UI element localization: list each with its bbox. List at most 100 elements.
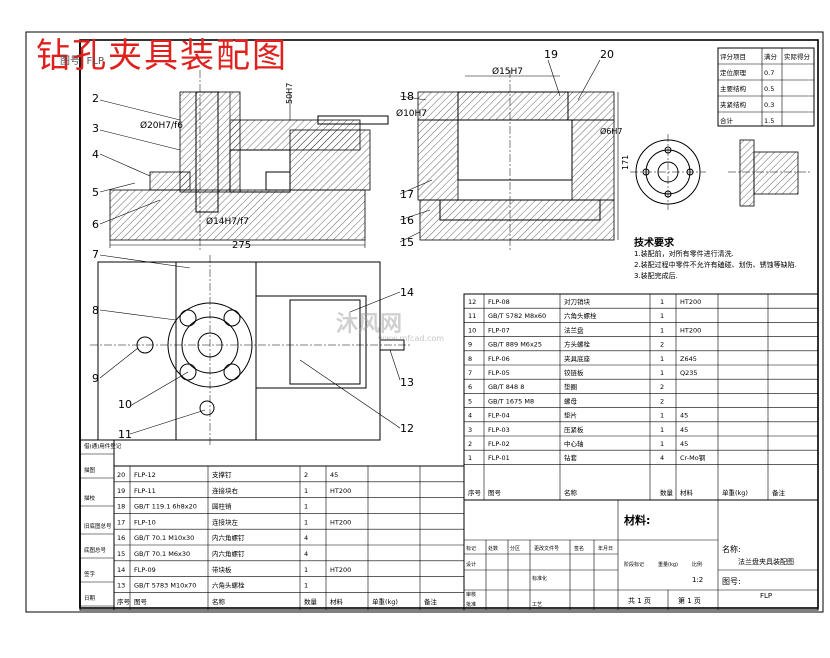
dim-d20: Ø20H7/f6 bbox=[140, 120, 183, 131]
bom-lower-cell: 13 bbox=[117, 582, 125, 590]
bom-lower-cell: FLP-12 bbox=[134, 471, 156, 479]
callout-9: 9 bbox=[92, 372, 99, 385]
scale-value: 1:2 bbox=[692, 576, 703, 584]
bom-upper-cell: 45 bbox=[680, 440, 688, 448]
callout-2: 2 bbox=[92, 92, 99, 105]
bom-upper-cell: GB/T 889 M6x25 bbox=[488, 341, 542, 349]
bom-upper-cell: FLP-03 bbox=[488, 426, 510, 434]
bom-upper-cell: 垫圈 bbox=[564, 382, 577, 391]
leader-lines bbox=[99, 59, 601, 435]
dim-275: 275 bbox=[232, 240, 251, 251]
bom-lower-cell: 1 bbox=[304, 582, 308, 590]
callout-15: 15 bbox=[400, 236, 414, 249]
bom-lower-header: 图号 bbox=[134, 598, 148, 606]
bom-upper-cell: Z645 bbox=[680, 355, 697, 363]
callout-14: 14 bbox=[400, 286, 414, 299]
bom-upper-cell: FLP-02 bbox=[488, 440, 510, 448]
score-cell: 0.7 bbox=[764, 69, 774, 77]
bom-lower-cell: 连接块右 bbox=[212, 486, 239, 495]
callout-17: 17 bbox=[400, 188, 414, 201]
bom-lower-cell: GB/T 5783 M10x70 bbox=[134, 582, 196, 590]
outer-border bbox=[25, 31, 824, 613]
bom-upper-cell: 10 bbox=[468, 326, 476, 334]
bom-upper-cell: HT200 bbox=[680, 326, 701, 334]
dim-d6: Ø6H7 bbox=[600, 126, 623, 136]
bom-lower-cell: GB/T 70.1 M6x30 bbox=[134, 550, 190, 558]
tech-req-item-1: 1.装配前，对所有零件进行清洗. bbox=[634, 250, 734, 258]
revision-header: 标记 bbox=[466, 545, 476, 552]
stage-header: 比例 bbox=[692, 561, 702, 568]
total-sheets: 共 1 页 bbox=[628, 596, 651, 605]
bom-lower-cell: 六角头螺栓 bbox=[212, 581, 245, 590]
bom-upper-header: 名称 bbox=[564, 488, 578, 497]
bom-lower-cell: 1 bbox=[304, 518, 308, 526]
tech-req-item-3: 3.装配完成后. bbox=[634, 272, 678, 280]
bom-upper-header: 数量 bbox=[660, 488, 674, 497]
left-column-label: 签字 bbox=[84, 570, 96, 578]
bom-upper-cell: FLP-07 bbox=[488, 326, 510, 334]
score-cell: 满分 bbox=[764, 52, 778, 61]
bom-upper-cell: 1 bbox=[660, 426, 664, 434]
bom-upper-cell: 7 bbox=[468, 369, 472, 377]
bom-lower-header: 单重(kg) bbox=[372, 597, 398, 606]
sign-row-label: 设计 bbox=[466, 561, 476, 568]
bom-lower-cell: 1 bbox=[304, 487, 308, 495]
flange-detail-view bbox=[630, 134, 810, 210]
bom-upper-cell: 6 bbox=[468, 383, 472, 391]
bom-lower-cell: GB/T 70.1 M10x30 bbox=[134, 534, 194, 542]
callout-16: 16 bbox=[400, 214, 414, 227]
watermark-logo: 沐风网 bbox=[336, 312, 403, 337]
revision-header: 更改文件号 bbox=[534, 545, 559, 552]
bom-lower-cell: HT200 bbox=[330, 566, 351, 574]
dim-h171: 171 bbox=[621, 155, 630, 170]
bom-upper-cell: FLP-05 bbox=[488, 369, 510, 377]
corner-drawing-number: 图号: FLP bbox=[60, 56, 104, 67]
bom-upper-cell: 六角头螺栓 bbox=[564, 311, 597, 320]
drawing-title: 钻孔夹具装配图 bbox=[36, 36, 288, 76]
callout-13: 13 bbox=[400, 376, 414, 389]
bom-lower-cell: HT200 bbox=[330, 518, 351, 526]
bom-upper-cell: FLP-04 bbox=[488, 412, 510, 420]
bom-upper-cell: Cr-Mo钢 bbox=[680, 454, 706, 462]
bom-lower-cell: 1 bbox=[304, 503, 308, 511]
bom-lower-cell: 17 bbox=[117, 518, 125, 526]
bom-lower-cell: 内六角螺钉 bbox=[212, 549, 245, 558]
name-label: 名称: bbox=[722, 544, 741, 554]
bom-lower-cell: 20 bbox=[117, 471, 125, 479]
left-column-label: 旧底图总号 bbox=[84, 522, 112, 530]
title-block bbox=[463, 499, 819, 611]
bom-upper-cell: 4 bbox=[660, 454, 664, 462]
bom-upper-cell: 2 bbox=[660, 383, 664, 391]
bom-lower-cell: 2 bbox=[304, 471, 308, 479]
front-section-view bbox=[109, 70, 389, 250]
bom-upper-cell: 对刀销块 bbox=[564, 297, 591, 306]
bom-upper-cell: 45 bbox=[680, 412, 688, 420]
bom-lower-cell: 18 bbox=[117, 503, 125, 511]
bom-upper-header: 备注 bbox=[772, 488, 786, 497]
bom-lower-cell: HT200 bbox=[330, 487, 351, 495]
bom-upper-cell: 11 bbox=[468, 312, 476, 320]
stage-header: 阶段标记 bbox=[624, 561, 644, 568]
score-cell: 0.3 bbox=[764, 101, 774, 109]
bom-upper-cell: 钻套 bbox=[564, 453, 578, 462]
bom-lower-header: 数量 bbox=[304, 597, 318, 606]
score-cell: 定位原理 bbox=[720, 68, 747, 77]
callout-11: 11 bbox=[118, 428, 132, 441]
scoring-table bbox=[717, 47, 815, 127]
sign-row-label: 标准化 bbox=[532, 575, 547, 582]
bom-upper-cell: 法兰盘 bbox=[564, 325, 584, 334]
bom-lower-header: 名称 bbox=[212, 597, 226, 606]
callout-20: 20 bbox=[600, 48, 614, 61]
bom-upper-cell: 1 bbox=[660, 326, 664, 334]
bom-upper-cell: 2 bbox=[468, 440, 472, 448]
sign-row-label: 批准 bbox=[466, 601, 476, 608]
bom-lower-cell: 14 bbox=[117, 566, 125, 574]
bom-upper-cell: 5 bbox=[468, 397, 472, 405]
bom-upper-cell: FLP-01 bbox=[488, 454, 510, 462]
name-value: 法兰盘夹具装配图 bbox=[738, 557, 794, 566]
bom-lower-cell: 16 bbox=[117, 534, 125, 542]
